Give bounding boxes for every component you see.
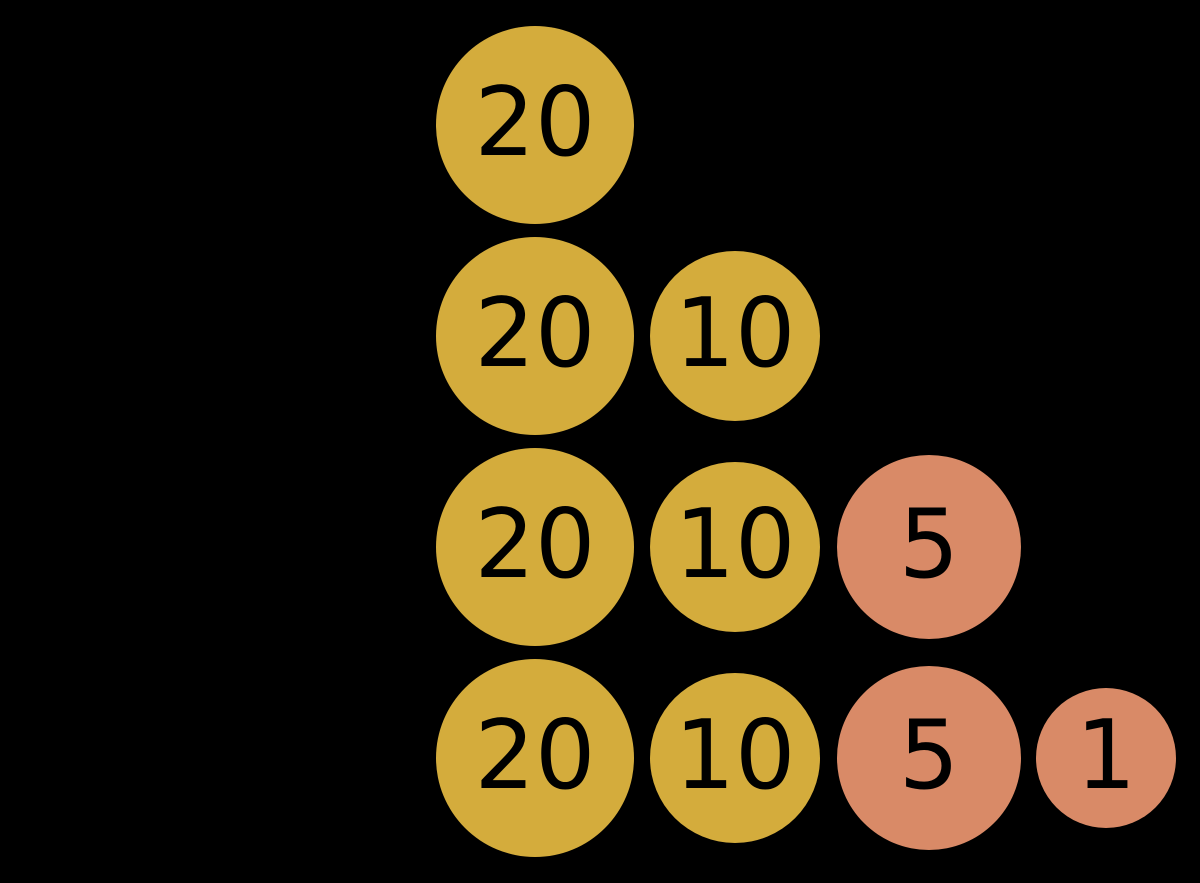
coin-value-label: 5 <box>898 700 960 811</box>
coin-20: 20 <box>436 448 634 646</box>
coin-10: 10 <box>650 462 820 632</box>
coin-20: 20 <box>436 237 634 435</box>
coin-10: 10 <box>650 251 820 421</box>
coin-value-label: 10 <box>674 278 796 389</box>
coin-20: 20 <box>436 659 634 857</box>
coin-value-label: 20 <box>474 278 596 389</box>
coin-value-label: 5 <box>898 489 960 600</box>
coin-5: 5 <box>837 455 1021 639</box>
coin-1: 1 <box>1036 688 1176 828</box>
coin-value-label: 20 <box>474 700 596 811</box>
coin-10: 10 <box>650 673 820 843</box>
coin-5: 5 <box>837 666 1021 850</box>
coin-20: 20 <box>436 26 634 224</box>
coin-value-label: 10 <box>674 489 796 600</box>
coin-value-label: 20 <box>474 489 596 600</box>
coin-value-label: 1 <box>1075 700 1137 811</box>
coin-value-label: 20 <box>474 67 596 178</box>
coin-value-label: 10 <box>674 700 796 811</box>
